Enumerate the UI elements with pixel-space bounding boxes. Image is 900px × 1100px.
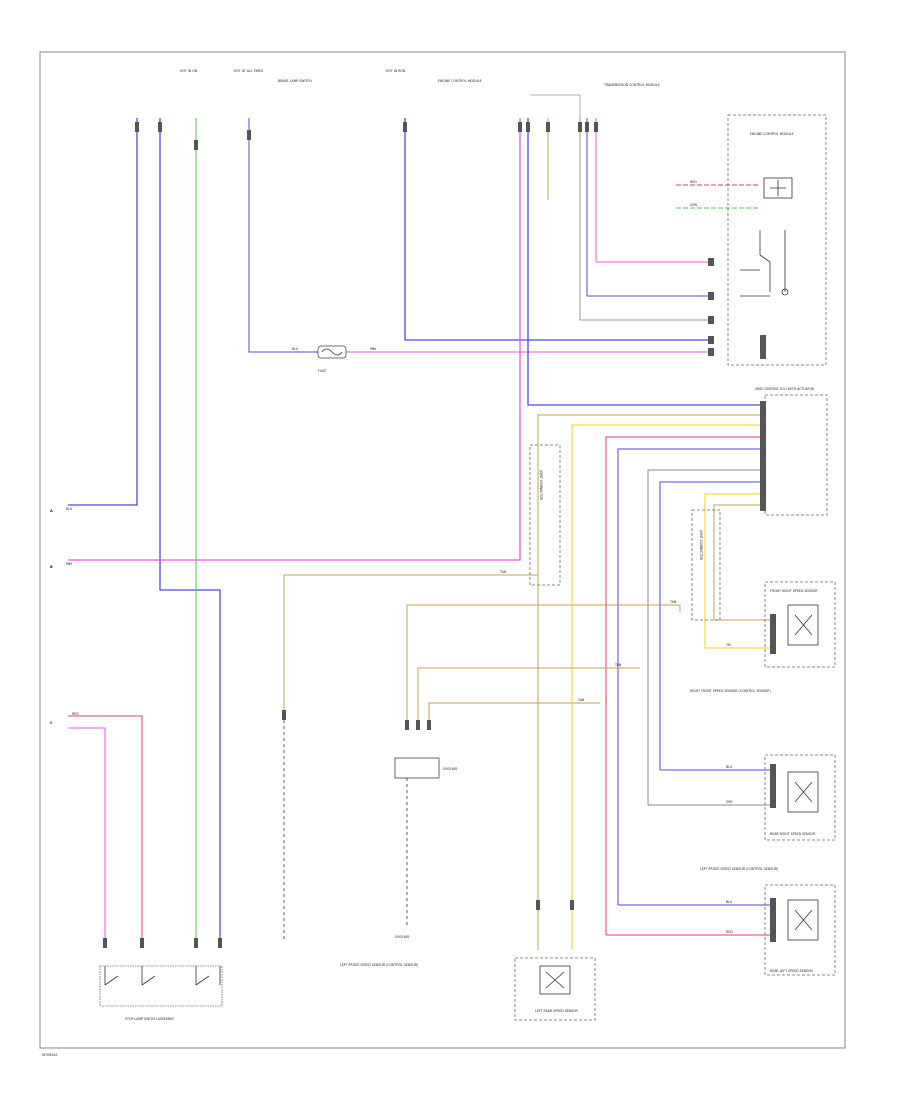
diagram-frame (39, 51, 846, 1049)
label-brake-lamp-switch: BRAKE LAMP SWITCH (278, 79, 312, 83)
wire-code-yel-fr: YEL (726, 643, 732, 647)
wire-gray-bus-1 (647, 469, 765, 805)
wire-tan-mid-2 (417, 667, 640, 720)
label-hot-in-run: HOT IN RUN (386, 69, 406, 73)
wire-blue-bus (617, 448, 765, 905)
wire-top-gray-bracket (530, 94, 581, 118)
side-marker-a: A (50, 509, 53, 513)
skid-control-ecu: SKID CONTROL ECU WITH ACTUATOR (755, 387, 828, 516)
stop-lamp-switch-label: STOP LAMP SWITCH ASSEMBLY (125, 1017, 174, 1021)
rear-right-sensor-label: REAR RIGHT SPEED SENSOR (770, 832, 816, 836)
wire-tan-left-long (283, 574, 538, 720)
ground-point-1-label: GROUND (443, 767, 458, 771)
wire-blue-left-a (68, 118, 138, 506)
fuse-component: FUSE (317, 345, 347, 373)
wire-gray-580 (579, 118, 710, 321)
wire-code-gry-rr: GRY (726, 800, 732, 804)
front-right-sensor-label: FRONT RIGHT SPEED SENSOR (770, 589, 818, 593)
wire-code-blu-rr: BLU (726, 765, 733, 769)
ground-point-2-label: GROUND (395, 935, 410, 939)
wire-code-red-left: RED (72, 712, 79, 716)
wire-tan-bus-2 (713, 504, 765, 620)
side-marker-c: C (50, 721, 53, 725)
wire-blue-bus-2 (659, 481, 765, 770)
wire-blue-center (404, 118, 710, 341)
wire-code-pnk-left: PNK (66, 562, 73, 566)
joint-connector-2-label: JOINT CONNECTOR (699, 529, 703, 561)
stop-lamp-switch: STOP LAMP SWITCH ASSEMBLY (99, 965, 223, 1021)
fuse-label: FUSE (318, 369, 326, 373)
label-engine-control-module-top: ENGINE CONTROL MODULE (438, 79, 482, 83)
rear-left-sensor-desc: LEFT FRONT SPEED SENSOR (CONTROL SENSOR) (700, 867, 778, 871)
front-right-sensor: FRONT RIGHT SPEED SENSOR (764, 581, 836, 668)
left-rear-sensor-desc: LEFT FRONT SPEED SENSOR (CONTROL SENSOR) (340, 963, 418, 967)
side-marker-b: B (50, 565, 53, 569)
wire-pink-stop (68, 727, 106, 940)
skid-ecu-label: SKID CONTROL ECU WITH ACTUATOR (755, 387, 815, 391)
joint-connector-1-label: JOINT CONNECTOR (539, 469, 543, 501)
connector-ticks (103, 122, 598, 948)
wire-code-blu-fuse: BLU (292, 347, 299, 351)
label-hot-at-all-times: HOT AT ALL TIMES (234, 69, 263, 73)
wire-blue-to-fuse (248, 118, 318, 353)
wire-code-tan-mid3: TAN (577, 698, 585, 702)
wire-yellow-bus (571, 424, 765, 950)
rear-left-sensor-label: REAR LEFT SPEED SENSOR (770, 969, 814, 973)
wire-code-tan-fr: TAN (669, 600, 677, 604)
wire-blue-left-b (159, 118, 221, 940)
joint-connector-2: JOINT CONNECTOR (691, 509, 721, 621)
wire-red-stop (68, 715, 143, 940)
label-hot-in-on: HOT IN ON (180, 69, 198, 73)
wire-code-grn-ecm: GRN (690, 203, 698, 207)
joint-connector-mid: GROUND (394, 757, 458, 779)
wire-code-tan-bus: TAN (499, 570, 507, 574)
wire-blue-528 (527, 118, 765, 406)
wire-code-pnk-fuse: PNK (370, 347, 377, 351)
wire-blue-587 (586, 118, 710, 297)
rear-right-sensor: REAR RIGHT SPEED SENSOR (764, 754, 836, 841)
ecm-pins (708, 258, 766, 359)
wire-code-tan-mid2: TAN (614, 663, 622, 667)
rear-right-sensor-desc: RIGHT FRONT SPEED SENSOR (CONTROL SENSOR… (690, 689, 771, 693)
wire-code-blu-rl: BLU (726, 900, 733, 904)
ecm-label: ENGINE CONTROL MODULE (750, 132, 794, 136)
wire-tan-mid-1 (406, 604, 681, 720)
label-tcm-top: TRANSMISSION CONTROL MODULE (603, 83, 660, 87)
wire-code-blu-left: BLU (66, 507, 73, 511)
left-rear-sensor-label: LEFT REAR SPEED SENSOR (535, 1009, 579, 1013)
wire-code-red-ecm: RED (690, 180, 697, 184)
wire-code-red-rl: RED (726, 930, 733, 934)
wire-yellow-bus-2 (704, 493, 765, 648)
footer-code: W7065AS (42, 1053, 57, 1057)
joint-connector-1: JOINT CONNECTOR (529, 444, 561, 586)
rear-left-sensor: REAR LEFT SPEED SENSOR (764, 884, 836, 976)
wire-pink-long (68, 118, 521, 561)
wire-tan-mid-3 (428, 702, 600, 720)
wire-red-bus (605, 436, 765, 935)
left-rear-sensor: LEFT REAR SPEED SENSOR (514, 957, 596, 1021)
wire-pink-596 (595, 118, 710, 263)
wire-tan-bus (537, 414, 765, 950)
engine-control-module: ENGINE CONTROL MODULE (727, 114, 827, 366)
